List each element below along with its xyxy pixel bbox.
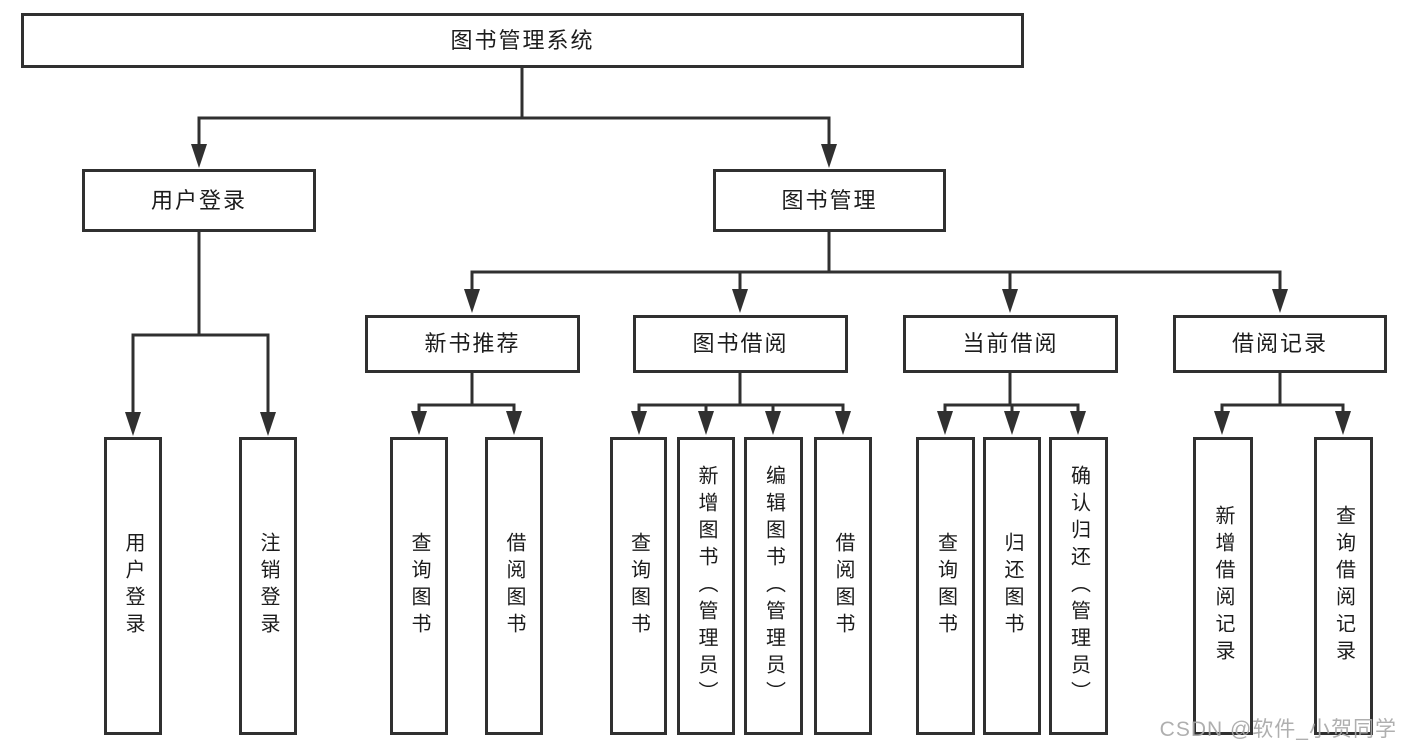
leaf-records-query-borrow-record: 查询借阅记录	[1314, 437, 1373, 735]
leaf-current-return-books-label: 归还图书	[1001, 532, 1023, 640]
leaf-user-login-label: 用户登录	[122, 532, 144, 640]
root-node-label: 图书管理系统	[450, 27, 595, 53]
leaf-current-confirm-return-admin: 确认归还（管理员）	[1049, 437, 1108, 735]
section-new-book-recommend: 新书推荐	[365, 315, 580, 373]
leaf-logout: 注销登录	[239, 437, 297, 735]
leaf-borrow-add-books-admin: 新增图书（管理员）	[677, 437, 735, 735]
section-current-borrow-label: 当前借阅	[962, 331, 1059, 356]
leaf-records-query-borrow-record-label: 查询借阅记录	[1332, 505, 1355, 667]
section-current-borrow: 当前借阅	[903, 315, 1118, 373]
leaf-user-login: 用户登录	[104, 437, 162, 735]
leaf-records-add-borrow-record-label: 新增借阅记录	[1212, 505, 1234, 667]
leaf-current-query-books-label: 查询图书	[934, 532, 957, 640]
branch-user-login-label: 用户登录	[150, 187, 247, 213]
section-book-borrow-label: 图书借阅	[692, 331, 789, 356]
leaf-recommend-query-books-label: 查询图书	[408, 532, 430, 640]
leaf-borrow-query-books: 查询图书	[610, 437, 667, 735]
leaf-recommend-query-books: 查询图书	[390, 437, 448, 735]
branch-user-login: 用户登录	[82, 169, 316, 232]
section-borrow-records: 借阅记录	[1173, 315, 1387, 373]
leaf-borrow-query-books-label: 查询图书	[627, 532, 650, 640]
leaf-current-return-books: 归还图书	[983, 437, 1041, 735]
leaf-records-add-borrow-record: 新增借阅记录	[1193, 437, 1253, 735]
leaf-borrow-add-books-admin-label: 新增图书（管理员）	[695, 464, 717, 708]
leaf-current-query-books: 查询图书	[916, 437, 975, 735]
leaf-current-confirm-return-admin-label: 确认归还（管理员）	[1067, 464, 1090, 708]
branch-book-management-label: 图书管理	[781, 187, 878, 213]
leaf-borrow-edit-books-admin-label: 编辑图书（管理员）	[762, 464, 785, 708]
root-node: 图书管理系统	[21, 13, 1024, 68]
branch-book-management: 图书管理	[713, 169, 946, 232]
leaf-borrow-edit-books-admin: 编辑图书（管理员）	[744, 437, 803, 735]
section-book-borrow: 图书借阅	[633, 315, 848, 373]
leaf-borrow-borrow-books: 借阅图书	[814, 437, 872, 735]
leaf-borrow-borrow-books-label: 借阅图书	[832, 532, 854, 640]
leaf-logout-label: 注销登录	[257, 532, 279, 640]
section-borrow-records-label: 借阅记录	[1231, 331, 1328, 356]
leaf-recommend-borrow-books-label: 借阅图书	[503, 532, 525, 640]
csdn-watermark: CSDN @软件_小贺同学	[1159, 718, 1397, 741]
leaf-recommend-borrow-books: 借阅图书	[485, 437, 543, 735]
section-new-book-recommend-label: 新书推荐	[424, 331, 521, 356]
